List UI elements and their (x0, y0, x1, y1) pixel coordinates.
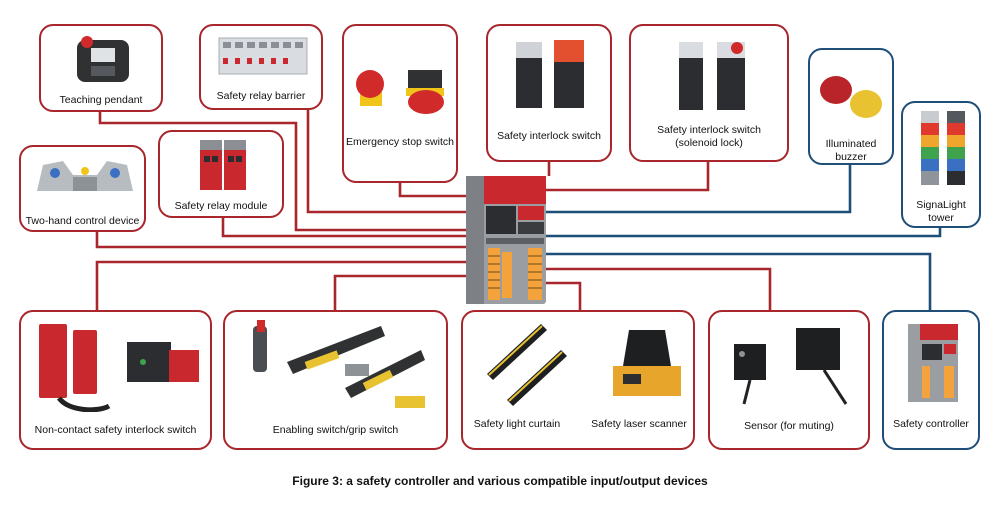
label-safety-controller: Safety controller (893, 418, 969, 430)
solenoid-interlock-icon (679, 42, 745, 110)
wire-safety-relay-barrier (306, 110, 466, 214)
wire-enabling (333, 274, 466, 310)
central-safety-controller (466, 176, 546, 304)
wire-signalight (545, 228, 942, 238)
label-emergency-stop: Emergency stop switch (346, 136, 454, 148)
non-contact-interlock-icon (39, 324, 199, 412)
label-illuminated-buzzer: Illuminated buzzer (825, 138, 877, 163)
label-non-contact-interlock: Non-contact safety interlock switch (34, 424, 197, 436)
label-teaching-pendant: Teaching pendant (59, 94, 143, 106)
label-solenoid-interlock: Safety interlock switch (solenoid lock) (657, 124, 761, 149)
wire-teaching-pendant (98, 112, 466, 232)
device-enabling-switch: Enabling switch/grip switch (223, 310, 448, 450)
device-safety-relay-barrier: Safety relay barrier (199, 24, 323, 110)
safety-controller-icon (908, 324, 958, 402)
device-solenoid-interlock: Safety interlock switch (solenoid lock) (629, 24, 789, 162)
device-two-hand-control: Two-hand control device (19, 145, 146, 232)
device-safety-relay-module: Safety relay module (158, 130, 284, 218)
label-enabling-switch: Enabling switch/grip switch (272, 424, 399, 436)
device-safety-interlock: Safety interlock switch (486, 24, 612, 162)
label-two-hand-control: Two-hand control device (25, 215, 140, 227)
enabling-switch-icon (253, 320, 425, 408)
wire-non-contact (95, 260, 466, 310)
label-light-curtain: Safety light curtain (473, 418, 561, 430)
wire-safety-controller-out (545, 252, 932, 310)
buzzer-icon (820, 76, 882, 118)
label-safety-relay-module: Safety relay module (174, 200, 268, 212)
device-light-curtain-laser: Safety light curtain Safety laser scanne… (461, 310, 695, 450)
label-signalight-tower: SignaLight tower (916, 199, 966, 224)
wire-sensor (545, 267, 772, 310)
relay-module-icon (200, 140, 246, 190)
wire-relay-module (221, 218, 466, 238)
wire-light-curtain (545, 281, 582, 310)
label-safety-interlock: Safety interlock switch (497, 130, 601, 142)
two-hand-control-icon (37, 161, 133, 191)
relay-barrier-icon (218, 37, 308, 75)
teaching-pendant-icon (77, 36, 129, 82)
figure-caption: Figure 3: a safety controller and variou… (292, 474, 708, 488)
interlock-switch-icon (516, 40, 584, 108)
device-non-contact-interlock: Non-contact safety interlock switch (19, 310, 212, 450)
emergency-stop-icon (356, 70, 444, 114)
wire-two-hand (95, 232, 466, 249)
device-teaching-pendant: Teaching pendant (39, 24, 163, 112)
signalight-tower-icon (921, 111, 965, 185)
label-safety-relay-barrier: Safety relay barrier (216, 90, 306, 102)
device-signalight-tower: SignaLight tower (901, 101, 981, 228)
device-emergency-stop: Emergency stop switch (342, 24, 458, 183)
wire-emergency-stop (398, 183, 466, 198)
label-laser-scanner: Safety laser scanner (591, 418, 687, 430)
wire-solenoid-interlock (545, 162, 710, 192)
sensor-icon (734, 328, 848, 405)
device-safety-controller: Safety controller (882, 310, 980, 450)
laser-scanner-icon (613, 330, 681, 396)
label-sensor-muting: Sensor (for muting) (744, 420, 834, 432)
light-curtain-icon (487, 324, 567, 406)
device-illuminated-buzzer: Illuminated buzzer (808, 48, 894, 165)
wire-buzzer (545, 165, 852, 214)
device-sensor-muting: Sensor (for muting) (708, 310, 870, 450)
